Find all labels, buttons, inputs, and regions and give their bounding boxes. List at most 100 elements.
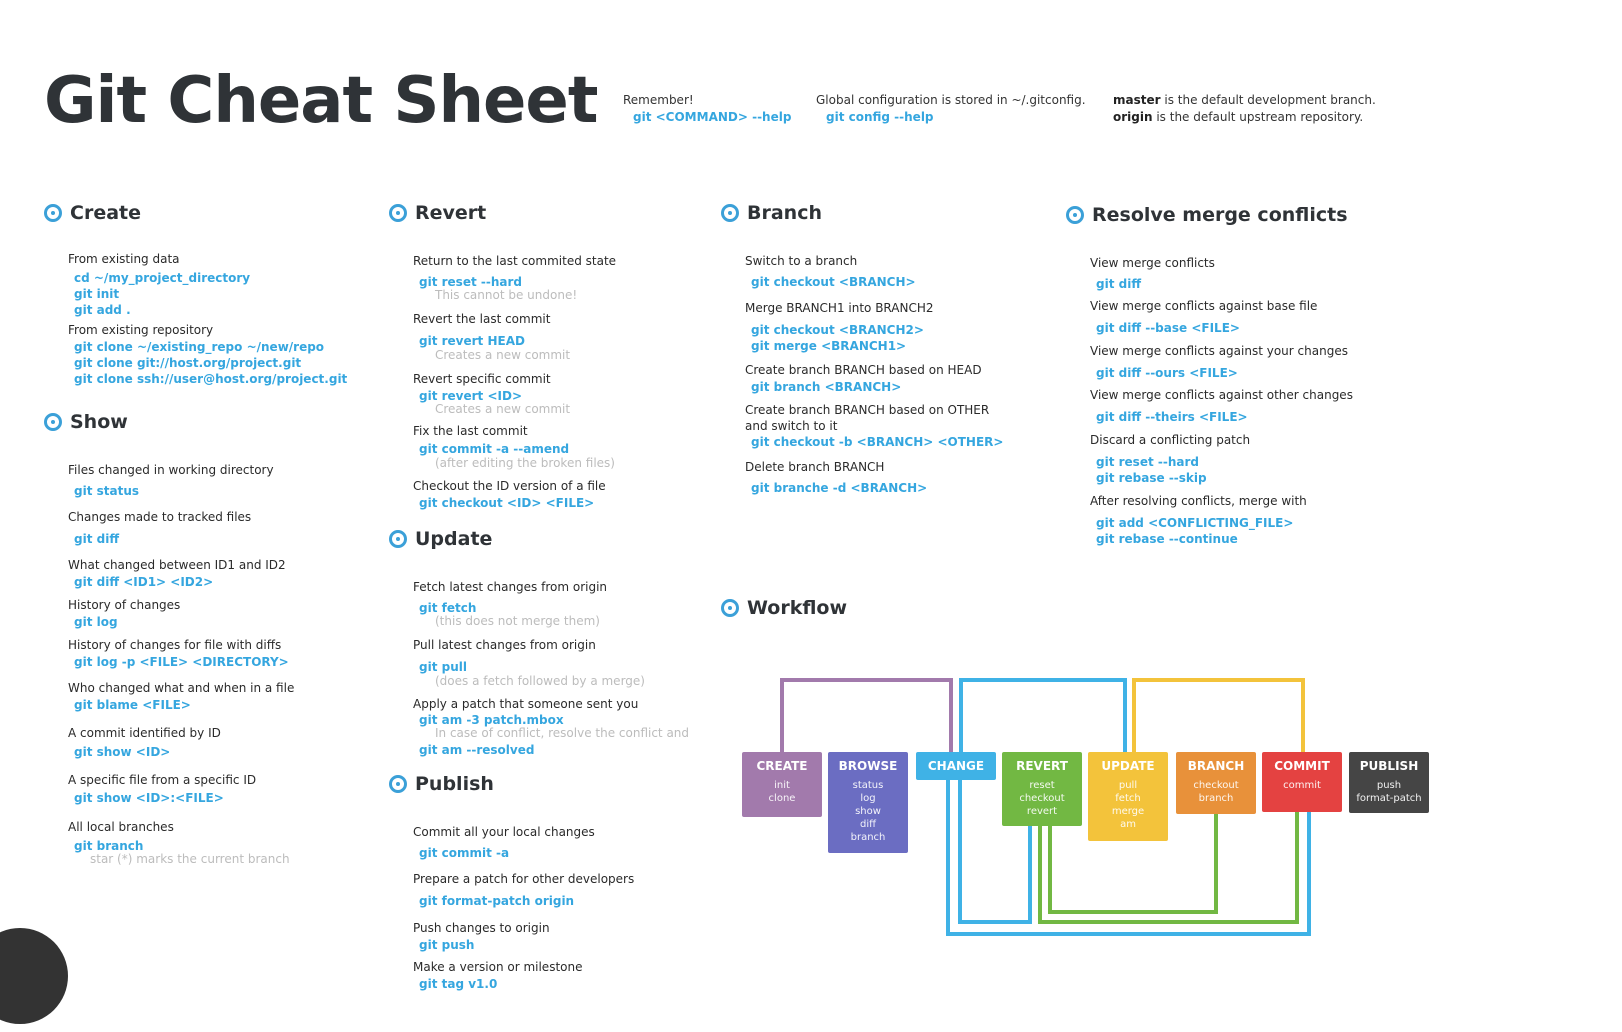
cheat-item: git clone git://host.org/project.git (68, 356, 301, 370)
workflow-box-command: checkout (1019, 793, 1065, 804)
cheat-item: git rebase --continue (1090, 532, 1238, 546)
workflow-box-command: am (1120, 819, 1136, 830)
description: Revert specific commit (413, 372, 551, 386)
header-note-help: Remember! git <COMMAND> --help (623, 92, 791, 126)
note: (this does not merge them) (435, 614, 600, 628)
command: git diff --ours <FILE> (1096, 366, 1238, 380)
workflow-box-command: log (860, 793, 876, 804)
note: (does a fetch followed by a merge) (435, 674, 645, 688)
description: Files changed in working directory (68, 463, 274, 477)
workflow-box-command: reset (1029, 780, 1055, 791)
connector-commit-change-outer (946, 780, 1311, 936)
cheat-item: git diff <ID1> <ID2> (68, 575, 213, 589)
cheat-item: git push (413, 938, 474, 952)
description: View merge conflicts against your change… (1090, 344, 1348, 358)
workflow-box-command: init (774, 780, 790, 791)
connector-update-commit (1132, 678, 1305, 752)
section-title: Revert (415, 202, 487, 224)
cheat-item: Create branch BRANCH based on HEAD (745, 363, 982, 377)
connector-change-revert (959, 678, 1127, 752)
cheat-item: git checkout -b <BRANCH> <OTHER> (745, 435, 1003, 449)
workflow-box-command: pull (1118, 780, 1138, 791)
cheat-item: git reset --hard (1090, 455, 1199, 469)
description: Return to the last commited state (413, 254, 617, 268)
command: git tag v1.0 (419, 977, 498, 991)
cheat-item: History of changes for file with diffs (68, 638, 281, 652)
cheat-item: Creates a new commit (413, 348, 570, 362)
cheat-item: git fetch (413, 601, 476, 615)
workflow-box-command: fetch (1115, 793, 1141, 804)
cheat-item: In case of conflict, resolve the conflic… (413, 726, 689, 740)
command: git checkout <BRANCH> (751, 275, 916, 289)
cheat-item: git branch <BRANCH> (745, 380, 901, 394)
cheat-item: git format-patch origin (413, 894, 574, 908)
command: git diff --base <FILE> (1096, 321, 1240, 335)
command: git fetch (419, 601, 477, 615)
header-note-branches: master is the default development branch… (1113, 92, 1376, 126)
note: In case of conflict, resolve the conflic… (435, 726, 690, 740)
description: History of changes (68, 598, 181, 612)
command: git pull (419, 660, 467, 674)
section-heading: Publish (389, 771, 494, 797)
command: git merge <BRANCH1> (751, 339, 907, 353)
command: git revert <ID> (419, 389, 523, 403)
cheat-item: git log -p <FILE> <DIRECTORY> (68, 655, 289, 669)
cheat-item: Who changed what and when in a file (68, 681, 294, 695)
cheat-item: git clone ~/existing_repo ~/new/repo (68, 340, 324, 354)
cheat-item: git diff --theirs <FILE> (1090, 410, 1248, 424)
command: git rebase --continue (1096, 532, 1238, 546)
section-title: Branch (747, 202, 822, 224)
cheat-item: What changed between ID1 and ID2 (68, 558, 286, 572)
description: Switch to a branch (745, 254, 858, 268)
command: git add . (74, 303, 131, 317)
description: From existing data (68, 252, 180, 266)
description: Commit all your local changes (413, 825, 595, 839)
workflow-box-title: PUBLISH (1359, 759, 1419, 773)
description: Revert the last commit (413, 312, 551, 326)
cheat-item: git diff (1090, 277, 1141, 291)
cheat-item: git pull (413, 660, 467, 674)
workflow-box-command: merge (1111, 806, 1145, 817)
bullet-icon (44, 413, 62, 431)
command: git show <ID> (74, 745, 171, 759)
bullet-icon (389, 204, 407, 222)
cheat-item: star (*) marks the current branch (68, 852, 290, 866)
description: Apply a patch that someone sent you (413, 697, 639, 711)
command: git reset --hard (419, 275, 522, 289)
workflow-box-command: branch (850, 832, 886, 843)
bullet-icon (721, 599, 739, 617)
section-heading: Branch (721, 200, 822, 226)
command: git format-patch origin (419, 894, 575, 908)
cheat-item: (this does not merge them) (413, 614, 600, 628)
description: Changes made to tracked files (68, 510, 252, 524)
description: Fix the last commit (413, 424, 528, 438)
cheat-item: After resolving conflicts, merge with (1090, 494, 1307, 508)
cheat-item: git log (68, 615, 118, 629)
command: git branch (74, 839, 144, 853)
description: Discard a conflicting patch (1090, 433, 1251, 447)
cheat-item: Delete branch BRANCH (745, 460, 884, 474)
cheat-item: Revert specific commit (413, 372, 551, 386)
command: git am -3 patch.mbox (419, 713, 564, 727)
section-title: Workflow (747, 597, 848, 619)
bullet-icon (44, 204, 62, 222)
command: git show <ID>:<FILE> (74, 791, 224, 805)
cheat-item: Switch to a branch (745, 254, 857, 268)
cheat-item: Files changed in working directory (68, 463, 274, 477)
cheat-item: Creates a new commit (413, 402, 570, 416)
cheat-item: git revert <ID> (413, 389, 522, 403)
command: git branche -d <BRANCH> (751, 481, 928, 495)
cheat-item: git branch (68, 839, 143, 853)
cheat-item: git clone ssh://user@host.org/project.gi… (68, 372, 347, 386)
command: git diff (74, 532, 120, 546)
section-heading: Show (44, 409, 128, 435)
cheat-item: git merge <BRANCH1> (745, 339, 906, 353)
